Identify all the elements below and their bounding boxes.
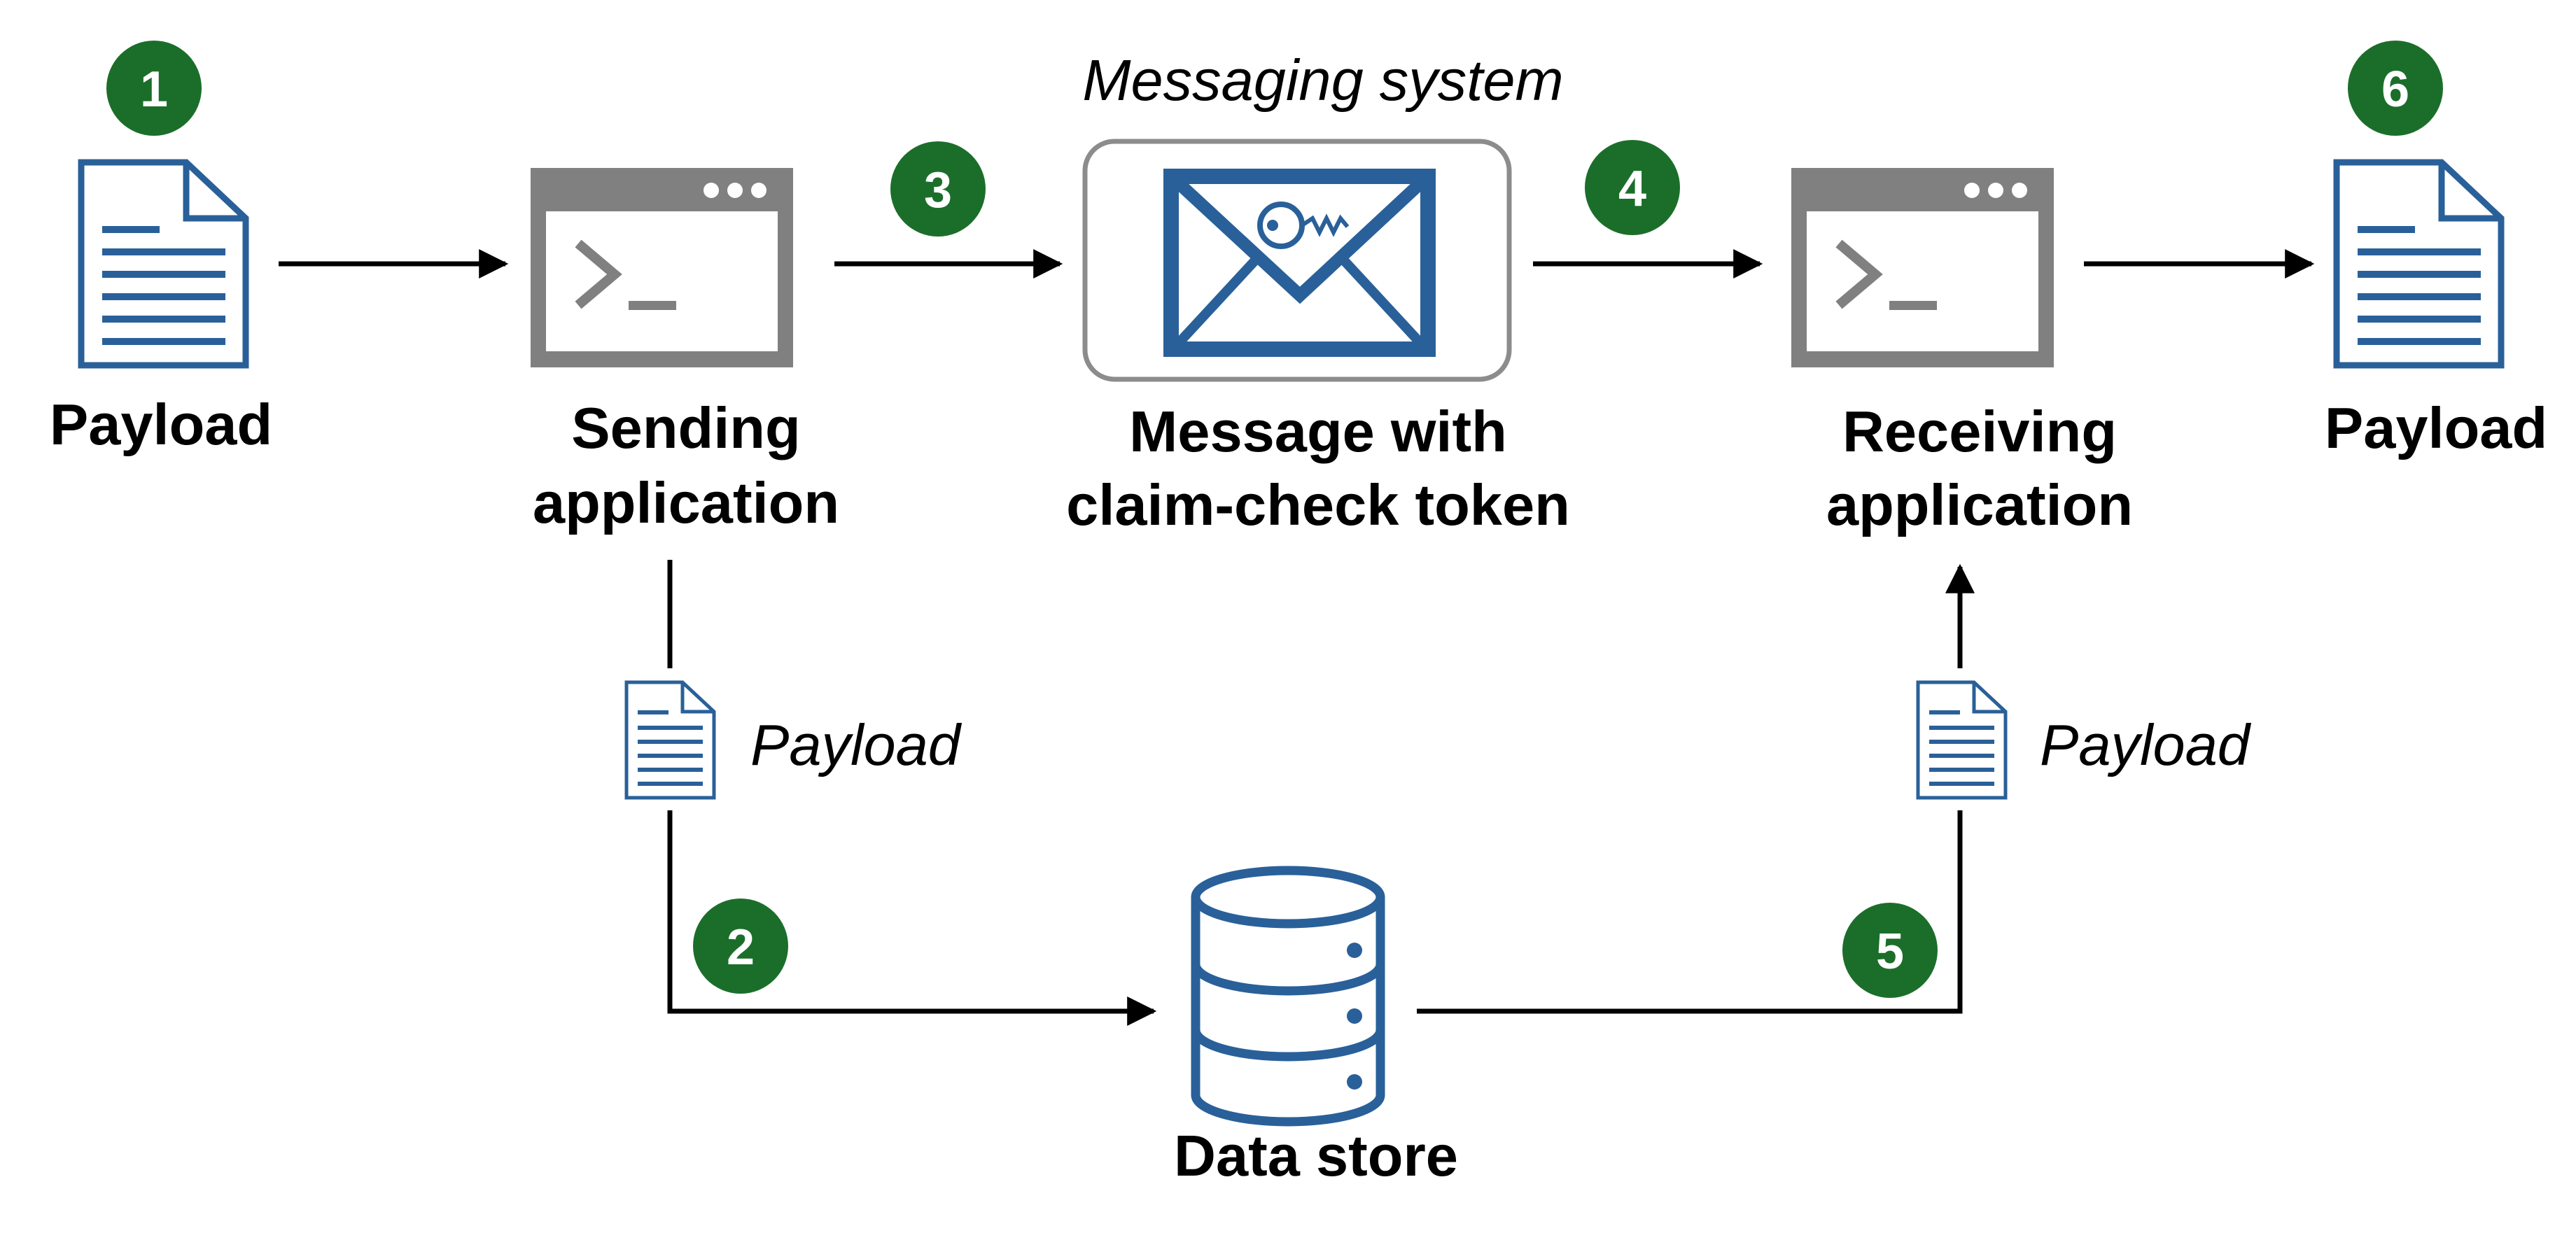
message-label-line1: Message with bbox=[1129, 399, 1507, 464]
receiving-application-label-line2: application bbox=[1826, 472, 2133, 537]
target-payload-document-icon bbox=[2337, 162, 2501, 365]
store-payload-label: Payload bbox=[750, 712, 962, 777]
step-badge-6: 6 bbox=[2348, 41, 2443, 136]
sending-application-label-line1: Sending bbox=[571, 395, 800, 460]
target-payload-label: Payload bbox=[2325, 395, 2547, 460]
step-badge-1: 1 bbox=[106, 41, 202, 136]
arrow-sending-to-datastore bbox=[667, 810, 1157, 1026]
messaging-system-title: Messaging system bbox=[1082, 48, 1563, 113]
svg-text:3: 3 bbox=[924, 162, 952, 218]
message-label-line2: claim-check token bbox=[1066, 472, 1570, 537]
sending-application-terminal-icon bbox=[531, 168, 793, 367]
source-payload-document-icon bbox=[81, 162, 246, 365]
svg-text:1: 1 bbox=[140, 62, 168, 118]
store-payload-document-icon bbox=[626, 682, 714, 798]
svg-text:4: 4 bbox=[1618, 161, 1646, 217]
svg-text:5: 5 bbox=[1876, 924, 1904, 980]
sending-application-label-line2: application bbox=[533, 470, 839, 535]
step-badge-5: 5 bbox=[1842, 903, 1938, 998]
arrow-datastore-to-receiving bbox=[1417, 810, 1963, 1014]
step-badge-2: 2 bbox=[693, 899, 788, 994]
source-payload-label: Payload bbox=[50, 392, 272, 457]
svg-text:2: 2 bbox=[727, 920, 755, 975]
data-store-label: Data store bbox=[1174, 1123, 1458, 1188]
envelope-with-key-icon bbox=[1163, 169, 1436, 357]
retrieved-payload-document-icon bbox=[1918, 682, 2005, 798]
step-badge-4: 4 bbox=[1585, 140, 1680, 235]
svg-text:6: 6 bbox=[2381, 62, 2409, 118]
step-badge-3: 3 bbox=[890, 141, 986, 237]
receiving-application-label-line1: Receiving bbox=[1842, 399, 2117, 464]
receiving-application-terminal-icon bbox=[1791, 168, 2054, 367]
retrieved-payload-label: Payload bbox=[2040, 712, 2252, 777]
database-icon bbox=[1191, 866, 1385, 1127]
